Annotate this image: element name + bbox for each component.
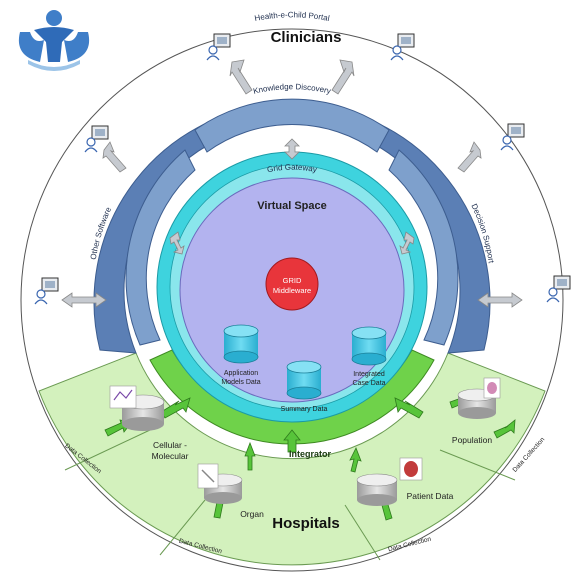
knowledge-discovery-band [194,98,390,153]
health-e-child-logo [18,10,90,71]
patient-data-label: Patient Data [407,491,454,501]
db-application-label-2: Models Data [221,379,260,386]
clinician-computer-icons [34,33,571,305]
virtual-space-label: Virtual Space [257,200,327,212]
database-integrated-case [351,326,387,366]
grid-middleware-node [265,257,319,311]
db-summary-label: Summary Data [281,406,328,413]
clinicians-label: Clinicians [271,29,342,46]
knowledge-discovery-label: Knowledge Discovery [252,82,331,96]
grid-middleware-label-2: Middleware [273,286,311,295]
other-software-band [125,149,196,346]
portal-label: Health-e-Child Portal [254,10,331,23]
hospitals-label: Hospitals [272,515,340,532]
hospitals-zone [38,352,546,566]
computer-user-icon [390,33,415,61]
data-collection-dividers [64,429,516,561]
computer-user-icon [84,125,109,153]
computer-user-icon [34,277,59,305]
grid-gateway-label: Grid Gateway [266,163,317,175]
cellular-molecular-label: Cellular - [153,440,187,450]
gateway-connector-arrows [169,138,415,255]
db-integrated-label-2: Case Data [352,380,385,387]
computer-user-icon [500,123,525,151]
db-application-label: Application [224,370,258,377]
clinician-arrows [61,59,523,308]
cellular-molecular-label-2: Molecular [152,451,189,461]
database-summary [286,360,322,400]
computer-user-icon [206,33,231,61]
database-application-models [223,324,259,364]
organ-label: Organ [240,509,264,519]
decision-support-band [388,149,459,346]
grid-middleware-label: GRID [283,276,302,285]
computer-user-icon [546,275,571,303]
molecule-image [109,385,137,409]
integrator-label: Integrator [289,449,332,459]
population-label: Population [452,435,492,445]
db-integrated-label: Integrated [353,371,385,378]
patient-data-source [356,473,398,506]
